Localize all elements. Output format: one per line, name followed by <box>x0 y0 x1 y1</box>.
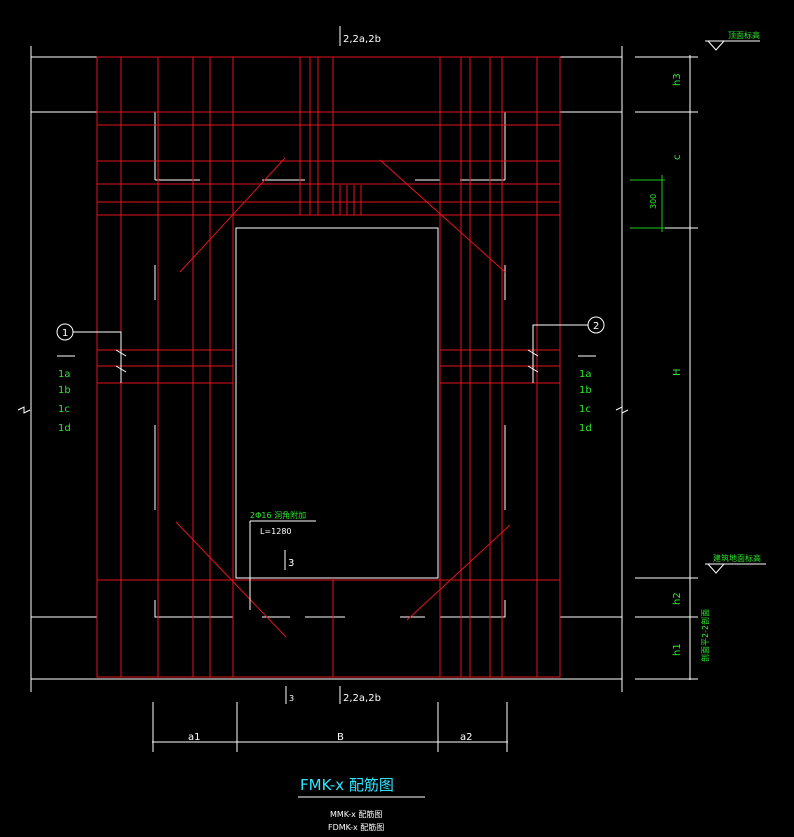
right-item-1b: 1b <box>579 385 592 396</box>
dim-bottom-section-left: 3 <box>289 694 294 703</box>
dim-bottom-section-right: 2,2a,2b <box>343 693 381 704</box>
rebar-layout <box>96 56 561 678</box>
dim-a1: a1 <box>188 732 201 743</box>
dim-h2: h2 <box>672 592 683 605</box>
left-item-1b: 1b <box>58 385 71 396</box>
level-markers: 顶面标高 建筑地面标高 剖面平2-2剖面 <box>700 30 766 662</box>
subtitle-fdmk: FDMK-x 配筋图 <box>328 822 384 832</box>
dim-top-section: 2,2a,2b <box>343 34 381 45</box>
dim-h3: h3 <box>672 73 683 86</box>
bar-annotation: 2Φ16 洞角附加 L=1280 <box>249 510 316 610</box>
dim-c: c <box>672 155 683 161</box>
dim-h1: h1 <box>672 643 683 656</box>
dim-B: B <box>337 732 344 743</box>
left-item-1d: 1d <box>58 423 71 434</box>
ref-2-2-label: 剖面平2-2剖面 <box>700 609 710 662</box>
drawing-title: FMK-x 配筋图 <box>300 776 394 794</box>
callout-left: 1 1a 1b 1c 1d <box>56 323 127 434</box>
bar-length-label: L=1280 <box>260 527 292 536</box>
subtitle-mmk: MMK-x 配筋图 <box>330 809 382 819</box>
dim-300: 300 <box>649 194 658 209</box>
right-item-1a: 1a <box>579 369 592 380</box>
dim-H: H <box>672 368 683 376</box>
left-item-1c: 1c <box>58 404 70 415</box>
dimension-lines: 2,2a,2b 3 2,2a,2b 3 a1 B a2 h3 c H h2 h1… <box>152 26 698 752</box>
left-item-1a: 1a <box>58 369 71 380</box>
callout-left-number: 1 <box>62 328 68 339</box>
title-block: FMK-x 配筋图 MMK-x 配筋图 FDMK-x 配筋图 <box>298 776 425 832</box>
callout-right: 2 1a 1b 1c 1d <box>527 316 605 434</box>
bar-spec-label: 2Φ16 洞角附加 <box>250 510 306 520</box>
callout-right-number: 2 <box>593 321 599 332</box>
top-level-label: 顶面标高 <box>728 30 760 40</box>
dim-a2: a2 <box>460 732 473 743</box>
floor-level-label: 建筑地面标高 <box>713 553 761 563</box>
right-item-1d: 1d <box>579 423 592 434</box>
dim-mid-section: 3 <box>288 558 294 569</box>
right-item-1c: 1c <box>579 404 591 415</box>
